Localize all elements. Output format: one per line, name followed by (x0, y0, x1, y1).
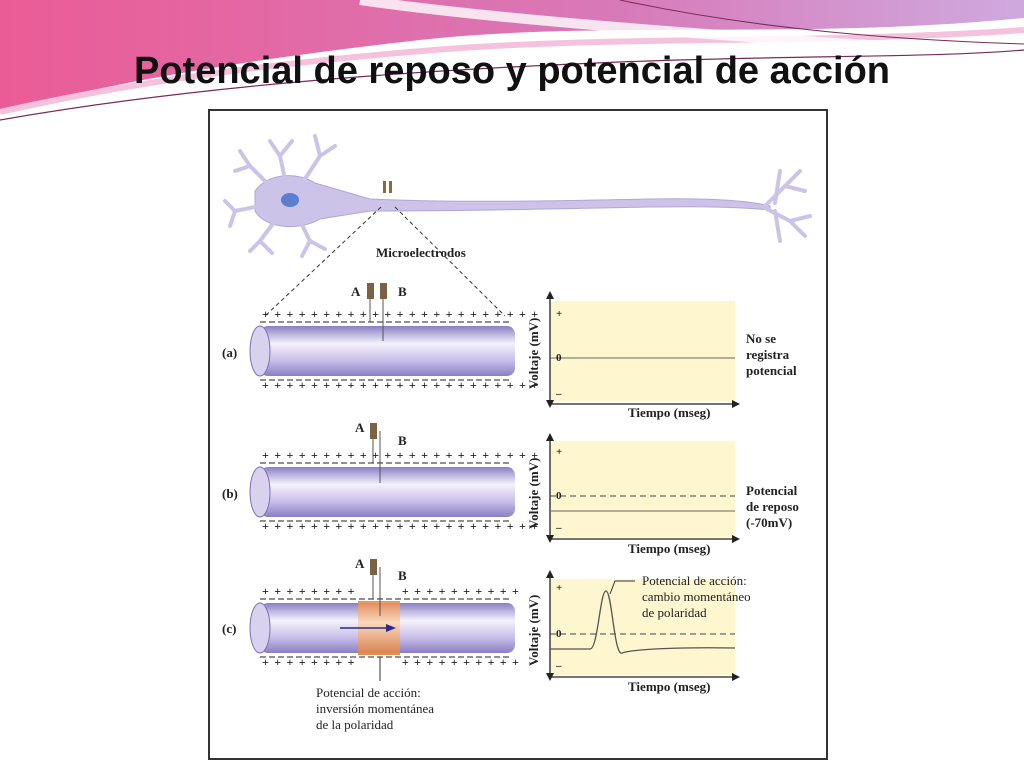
panel-b-note-1: Potencial (746, 483, 798, 498)
axon-segment-c (249, 598, 515, 658)
graph-b-xlabel: Tiempo (mseg) (628, 541, 711, 556)
charge-row-b-bottom: + + + + + + + + + + + + + + + + + + + + … (262, 519, 540, 533)
electrode-a-label-3: A (355, 556, 365, 571)
action-note-3: de la polaridad (316, 717, 394, 732)
charge-row-a-bottom: + + + + + + + + + + + + + + + + + + + + … (262, 378, 540, 392)
panel-b-note-2: de reposo (746, 499, 799, 514)
graph-c-tick-minus: – (556, 660, 562, 672)
neuron-illustration (223, 134, 812, 258)
panel-c-id: (c) (222, 621, 237, 636)
graph-a-ylabel: Voltaje (mV) (526, 317, 541, 389)
electrode-b-label-1: B (398, 284, 407, 299)
charge-row-c-bottom: + + + + + + + + + + + + + + + + + + (262, 655, 521, 669)
graph-a-tick-zero: 0 (556, 352, 562, 364)
action-note-1: Potencial de acción: (316, 685, 421, 700)
graph-c-tick-zero: 0 (556, 628, 562, 640)
panel-c-note-2: cambio momentáneo (642, 589, 751, 604)
charge-row-b-top: + + + + + + + + + + + + + + + + + + + + … (262, 448, 540, 462)
panel-c-note-3: de polaridad (642, 605, 707, 620)
panel-a-note-2: registra (746, 347, 790, 362)
axon-segment-a (249, 321, 515, 381)
graph-b-tick-plus: + (556, 446, 563, 458)
electrode-b-label-3: B (398, 568, 407, 583)
axon-segment-b (249, 462, 515, 522)
electrode-a-label-2: A (355, 420, 365, 435)
graph-c-ylabel: Voltaje (mV) (526, 594, 541, 666)
graph-c-xlabel: Tiempo (mseg) (628, 679, 711, 694)
graph-c (546, 570, 740, 681)
action-note-2: inversión momentánea (316, 701, 435, 716)
electrodes-label: Microelectrodos (376, 245, 466, 260)
graph-b-tick-zero: 0 (556, 490, 562, 502)
charge-row-a-top: + + + + + + + + + + + + + + + + + + + + … (262, 307, 540, 321)
graph-a-xlabel: Tiempo (mseg) (628, 405, 711, 420)
graph-b-tick-minus: – (556, 522, 562, 534)
electrode-a-label-1: A (351, 284, 361, 299)
slide-title: Potencial de reposo y potencial de acció… (134, 50, 890, 92)
graph-b (546, 433, 740, 543)
neuron-diagram (223, 134, 812, 681)
panel-a-note-1: No se (746, 331, 776, 346)
charge-row-c-top: + + + + + + + + + + + + + + + + + + (262, 584, 521, 598)
panel-a-id: (a) (222, 345, 238, 360)
graph-a-tick-plus: + (556, 308, 563, 320)
graph-a-tick-minus: – (556, 388, 562, 400)
background-swoosh (0, 0, 1024, 121)
graph-b-ylabel: Voltaje (mV) (526, 457, 541, 529)
panel-c-note-1: Potencial de acción: (642, 573, 747, 588)
panel-b-note-3: (-70mV) (746, 515, 793, 530)
panel-a-note-3: potencial (746, 363, 797, 378)
graph-a (546, 291, 740, 408)
panel-b-id: (b) (222, 486, 238, 501)
graph-c-tick-plus: + (556, 582, 563, 594)
electrode-b-label-2: B (398, 433, 407, 448)
neuron-figure: + + + + + + + + + + + + + + + + + + + + … (208, 109, 828, 760)
